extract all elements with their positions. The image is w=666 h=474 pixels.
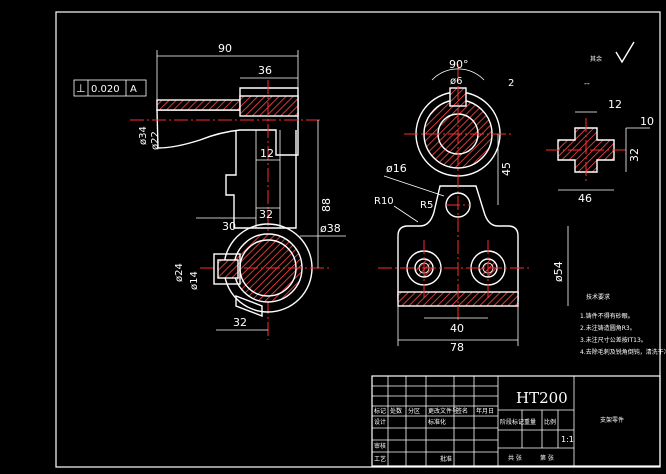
tolerance-frame: ⊥ 0.020 A — [73, 79, 147, 97]
dim-slot: 12 — [260, 147, 274, 160]
dim-section-height: 32 — [628, 148, 641, 162]
header-sign: 签名 — [456, 407, 468, 415]
dim-ring: ø16 — [386, 162, 407, 175]
tube-hatch-right — [239, 95, 299, 117]
dim-base-height: ø54 — [552, 261, 565, 282]
label-scale: 比例 — [544, 418, 556, 426]
label-process: 工艺 — [374, 455, 386, 463]
dim-r5: R5 — [420, 200, 433, 211]
dim-hole-pitch: 40 — [450, 322, 464, 335]
tube-hatch-top — [156, 99, 241, 111]
header-date: 年月日 — [476, 407, 494, 415]
roughness-label: 其余 — [590, 55, 602, 63]
label-design: 设计 — [374, 418, 386, 426]
dim-top-width: 36 — [258, 64, 272, 77]
header-change-no: 更改文件号 — [428, 407, 458, 415]
title-block: HT200 支架零件 1:1 标记 处数 分区 更改文件号 签名 年月日 设计 … — [371, 375, 661, 467]
section-note: -- — [584, 79, 590, 88]
dim-section-top: 12 — [608, 98, 622, 111]
dim-total-length: 90 — [218, 42, 232, 55]
dim-section-right: 10 — [640, 115, 654, 128]
tech-requirements: 技术要求 1.铸件不得有砂眼。 2.未注铸造圆角R3。 3.未注尺寸公差按IT1… — [580, 293, 666, 356]
side-boss — [213, 253, 241, 285]
tech-req-item-1: 1.铸件不得有砂眼。 — [580, 312, 634, 320]
dim-base-width: 78 — [450, 341, 464, 354]
dim-height-45: 45 — [500, 162, 513, 176]
dim-side-a: 30 — [222, 220, 236, 233]
header-mark: 标记 — [374, 407, 386, 415]
dim-bottom-width: 32 — [233, 316, 247, 329]
tube-body — [156, 87, 299, 156]
label-approve: 批准 — [440, 455, 452, 463]
roughness-symbol — [615, 41, 635, 64]
dim-small-a: ø24 — [174, 263, 185, 282]
section-view: 其余 -- 12 10 32 46 — [546, 41, 654, 205]
label-standard: 标准化 — [428, 418, 446, 426]
label-weight: 重量 — [524, 418, 536, 426]
tech-req-item-4: 4.去除毛刺及锐角倒钝，清洗干净。 — [580, 348, 666, 356]
dim-inner-dia: ø22 — [150, 131, 161, 150]
tolerance-value: 0.020 — [91, 84, 120, 95]
left-view: ⊥ 0.020 A 90 36 ø34 ø22 12 — [73, 42, 346, 340]
dim-bore: ø38 — [320, 222, 341, 235]
drawing-frame — [55, 11, 661, 468]
part-name: 支架零件 — [600, 416, 624, 424]
dim-mid: 32 — [259, 208, 273, 221]
datum-letter: A — [130, 84, 137, 95]
dim-top-hole: ø6 — [450, 76, 462, 87]
base-plate — [397, 185, 519, 301]
dim-gap: 2 — [508, 78, 514, 89]
scale: 1:1 — [561, 435, 574, 444]
perpendicularity-symbol: ⊥ — [76, 82, 86, 95]
tech-req-item-2: 2.未注铸造圆角R3。 — [580, 324, 636, 332]
header-count: 处数 — [390, 407, 402, 415]
sheet-number: 第 张 — [540, 454, 554, 462]
dim-small-b: ø14 — [189, 271, 200, 290]
tech-req-item-3: 3.未注尺寸公差按IT13。 — [580, 336, 647, 344]
front-view: 90° ø6 2 ø16 45 R10 R5 ø54 40 78 — [374, 58, 569, 354]
dim-r10: R10 — [374, 196, 394, 207]
dim-left-dia: ø34 — [138, 126, 149, 145]
label-stage: 阶段标记 — [500, 418, 524, 426]
dim-angle: 90° — [449, 58, 469, 71]
header-zone: 分区 — [408, 407, 420, 415]
label-review: 审核 — [374, 442, 386, 450]
tech-req-title: 技术要求 — [586, 293, 610, 301]
sheet-total: 共 张 — [508, 454, 522, 462]
dim-section-width: 46 — [578, 192, 592, 205]
material: HT200 — [516, 389, 568, 407]
dim-height: 88 — [320, 198, 333, 212]
